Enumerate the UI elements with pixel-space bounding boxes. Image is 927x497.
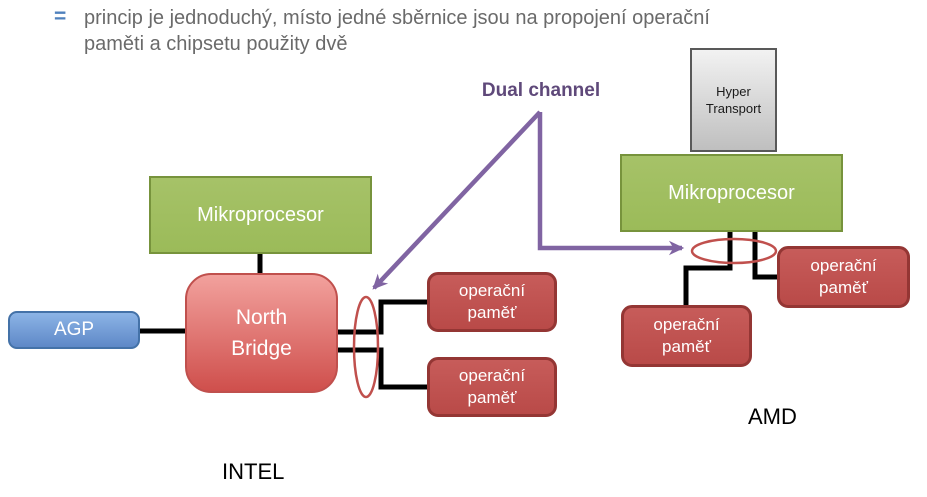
dual-channel-arrow-intel [372,110,542,290]
intel-caption: INTEL [222,459,285,484]
wire-amd-channel-2 [752,231,778,280]
amd-caption: AMD [748,404,797,429]
bullet-marker-icon: = [54,5,67,28]
amd-channel-ellipse [690,237,778,265]
hyper-transport-box: Hyper Transport [690,48,777,152]
bullet-text: princip je jednoduchý, místo jedné sběrn… [84,7,710,55]
wire-intel-channel-1 [337,299,428,335]
agp-box: AGP [8,311,140,349]
dual-channel-label: Dual channel [481,80,601,101]
north-bridge-box: North Bridge [185,273,338,393]
amd-memory-box-1: operační paměť [621,305,752,367]
intel-memory-box-1: operační paměť [427,272,557,332]
amd-memory-box-2: operační paměť [777,246,910,308]
wire-amd-channel-1 [683,231,733,306]
amd-cpu-box: Mikroprocesor [620,154,843,232]
intel-memory-box-2: operační paměť [427,357,557,417]
wire-intel-channel-2 [337,347,428,390]
intel-cpu-box: Mikroprocesor [149,176,372,254]
intel-channel-ellipse [352,295,380,399]
